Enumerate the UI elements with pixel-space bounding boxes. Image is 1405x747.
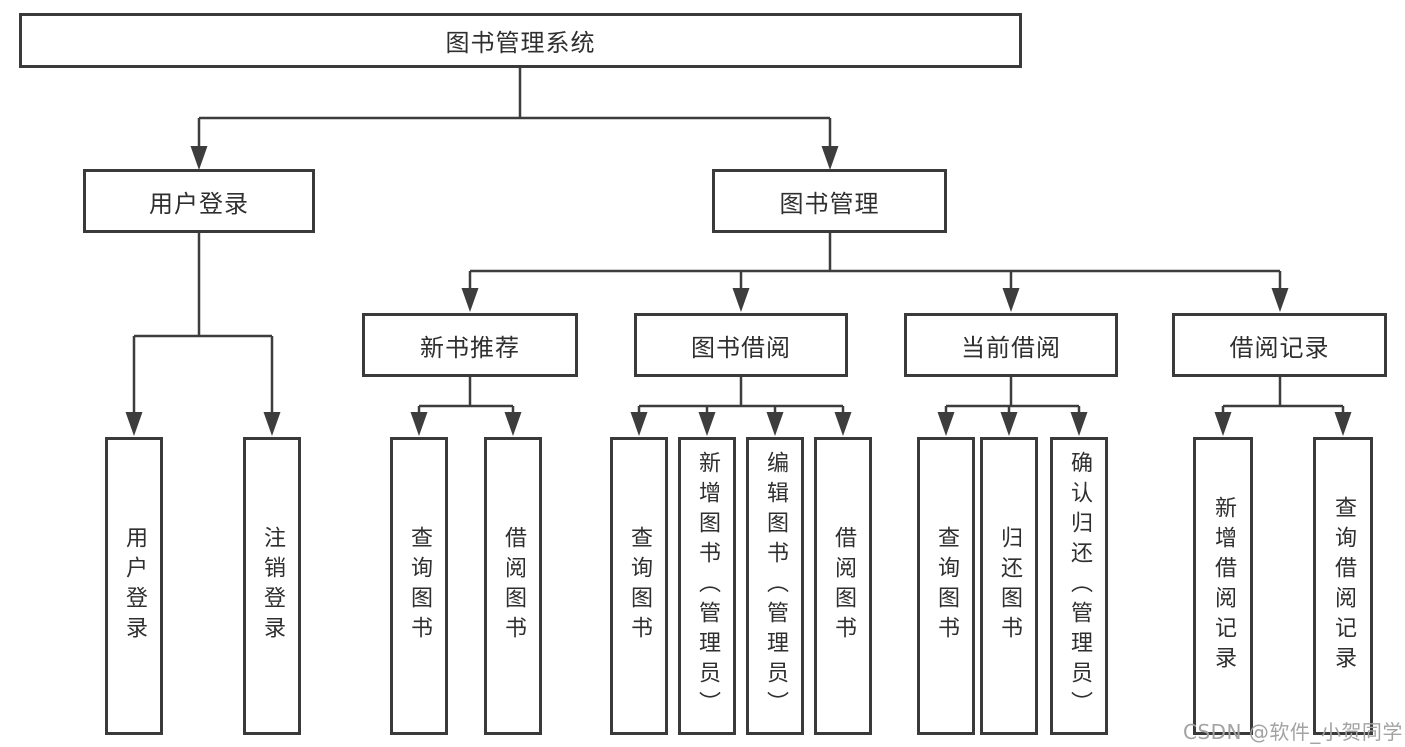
node-current-borrowing: 当前借阅 — [904, 313, 1118, 377]
node-library-management-system: 图书管理系统 — [19, 13, 1022, 68]
node-label: 确认归还（管理员） — [1067, 451, 1092, 721]
node-leaf-confirm-return-admin: 确认归还（管理员） — [1050, 437, 1108, 735]
node-user-login: 用户登录 — [83, 169, 315, 233]
node-label: 图书管理 — [779, 189, 880, 218]
watermark: CSDN @软件_小贺同学 — [1183, 720, 1403, 744]
node-leaf-add-borrow-record: 新增借阅记录 — [1193, 437, 1253, 735]
node-leaf-return-books: 归还图书 — [980, 437, 1038, 735]
node-label: 借阅图书 — [831, 526, 856, 646]
node-label: 查询图书 — [627, 526, 652, 646]
node-label: 借阅图书 — [501, 526, 526, 646]
node-label: 新增借阅记录 — [1211, 496, 1236, 676]
node-label: 当前借阅 — [961, 333, 1061, 362]
node-leaf-logout: 注销登录 — [243, 437, 301, 735]
node-label: 用户登录 — [149, 189, 249, 218]
node-label: 注销登录 — [260, 526, 285, 646]
node-leaf-borrow-books-recommend: 借阅图书 — [484, 437, 542, 735]
node-book-management: 图书管理 — [712, 169, 947, 233]
node-leaf-edit-books-admin: 编辑图书（管理员） — [746, 437, 804, 735]
connector-current-borrowing-to-leaves — [944, 377, 1081, 413]
connector-root-to-level2 — [197, 68, 832, 147]
node-new-book-recommend: 新书推荐 — [362, 313, 578, 377]
node-label: 归还图书 — [997, 526, 1022, 646]
arrowheads — [125, 146, 1352, 436]
node-leaf-add-books-admin: 新增图书（管理员） — [678, 437, 736, 735]
node-leaf-query-books-borrowing: 查询图书 — [610, 437, 668, 735]
node-label: 图书管理系统 — [445, 29, 596, 57]
node-label: 查询图书 — [934, 526, 959, 646]
connector-book-borrowing-to-leaves — [637, 377, 845, 413]
node-label: 借阅记录 — [1229, 333, 1330, 362]
node-leaf-user-login: 用户登录 — [105, 437, 163, 735]
node-label: 用户登录 — [122, 526, 147, 646]
node-label: 查询图书 — [407, 526, 432, 646]
connector-book-management-to-level3 — [468, 233, 1282, 289]
node-borrowing-records: 借阅记录 — [1172, 313, 1387, 377]
node-label: 查询借阅记录 — [1331, 496, 1356, 676]
connector-new-book-recommend-to-leaves — [417, 377, 515, 413]
node-leaf-query-borrow-record: 查询借阅记录 — [1313, 437, 1373, 735]
node-label: 编辑图书（管理员） — [763, 451, 788, 721]
node-leaf-query-books-current: 查询图书 — [917, 437, 975, 735]
connector-borrowing-records-to-leaves — [1221, 377, 1345, 413]
connector-user-login-to-leaves — [132, 233, 274, 413]
node-label: 图书借阅 — [691, 333, 791, 362]
node-label: 新书推荐 — [420, 333, 520, 362]
node-leaf-borrow-books: 借阅图书 — [814, 437, 872, 735]
node-label: 新增图书（管理员） — [695, 451, 720, 721]
node-leaf-query-books-recommend: 查询图书 — [390, 437, 448, 735]
node-book-borrowing: 图书借阅 — [634, 313, 848, 377]
